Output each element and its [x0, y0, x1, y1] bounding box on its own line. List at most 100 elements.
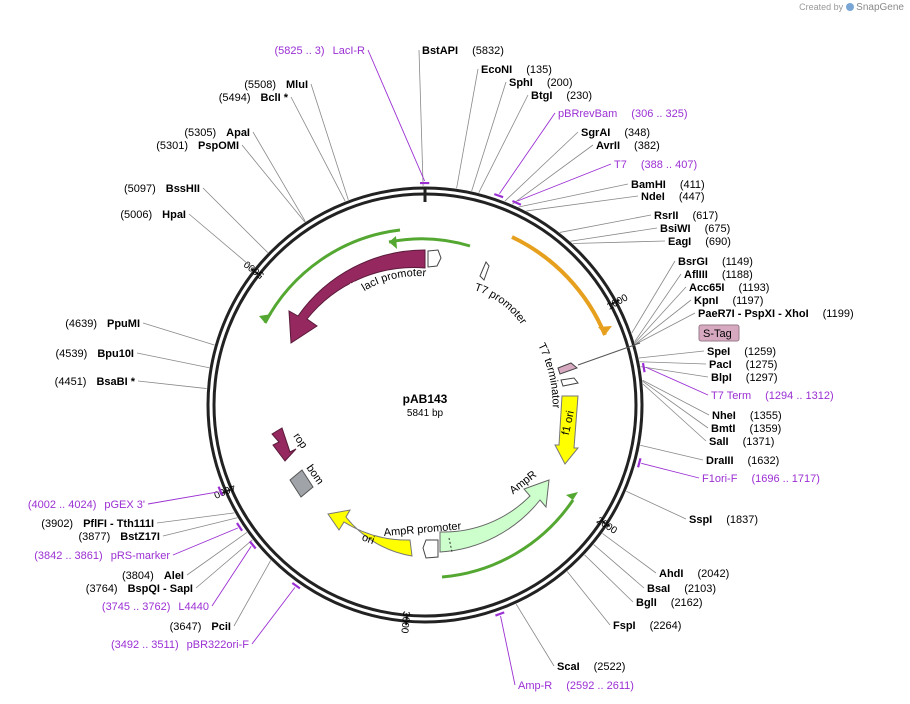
s-tag-text: S-Tag [703, 328, 732, 340]
site-leader-line [233, 560, 272, 627]
scale-tick [221, 488, 232, 495]
site-label-bcli: (5494)BclI * [219, 92, 289, 104]
site-label-bsshii: (5097)BssHII [124, 183, 200, 195]
primer-name: F1ori-F [702, 473, 738, 485]
site-position: (2522) [594, 661, 626, 673]
site-label-kpni: KpnI(1197) [694, 295, 763, 307]
primer-range: (4002 .. 4024) [28, 499, 97, 511]
site-name: SspI [689, 514, 712, 526]
site-position: (5006) [120, 209, 152, 221]
site-name: AhdI [659, 568, 683, 580]
site-position: (5508) [244, 79, 276, 91]
primer-name: LacI-R [333, 45, 365, 57]
site-label-spei: SpeI(1259) [707, 346, 776, 358]
site-position: (690) [705, 236, 731, 248]
credit-brand: SnapGene [856, 2, 904, 13]
site-name: EcoNI [481, 64, 512, 76]
site-name: BlpI [711, 372, 732, 384]
primer-range: (3842 .. 3861) [34, 550, 103, 562]
primer-marker [248, 540, 257, 550]
site-name: FspI [613, 620, 636, 632]
site-name: NdeI [641, 191, 665, 203]
ampr-orf-arc [441, 499, 575, 579]
ampr-orf-arrow [566, 492, 578, 500]
bom-feature [289, 469, 314, 498]
site-label-bsabi: (4451)BsaBI * [55, 376, 136, 388]
site-label-mlui: (5508) MluI [244, 79, 308, 91]
site-position: (230) [566, 90, 592, 102]
primer-marker [291, 582, 301, 590]
site-leader-line [518, 183, 629, 208]
site-name: Bpu10I [97, 348, 134, 360]
site-position: (4639) [65, 318, 97, 330]
s-tag-feature [557, 362, 578, 375]
site-leader-line [156, 512, 235, 524]
orf-arcs [259, 228, 612, 579]
site-position: (411) [680, 179, 705, 191]
primer-leader-line [367, 49, 426, 182]
site-leader-line [570, 227, 658, 242]
f1-ori-label: f1 ori [560, 410, 577, 436]
primer-leader-lines [147, 49, 709, 686]
primer-leader-line [172, 527, 238, 556]
site-position: (1193) [738, 282, 769, 294]
site-leader-line [202, 187, 269, 253]
primer-marker [641, 362, 646, 373]
site-position: (348) [624, 127, 650, 139]
primer-leader-line [499, 112, 556, 194]
primer-range: (1696 .. 1717) [751, 473, 820, 485]
site-label-bsiwi: BsiWI(675) [660, 223, 730, 235]
site-name: BsaBI * [96, 376, 135, 388]
site-leader-line [635, 312, 696, 345]
site-label-bsrgi: BsrGI(1149) [678, 256, 753, 268]
site-position: (200) [547, 77, 573, 89]
site-label-pflfi-tth111i: (3902)PflFI - Tth111I [41, 518, 154, 530]
t7-terminator-feature [560, 377, 579, 387]
site-leader-line [512, 144, 594, 205]
site-label-sphi: SphI(200) [509, 77, 573, 89]
ori-feature [327, 509, 413, 557]
site-name: BsiWI [660, 223, 691, 235]
site-name: AflIII [684, 269, 708, 281]
site-label-pcii: (3647)PciI [170, 621, 231, 633]
ampr-promoter-feature [422, 539, 439, 559]
site-name: PflFI - Tth111I [83, 518, 154, 530]
site-leader-line [290, 96, 346, 202]
site-name: BamHI [631, 179, 666, 191]
primer-leader-line [517, 163, 612, 202]
site-position: (5832) [472, 45, 504, 57]
site-position: (1149) [722, 256, 753, 268]
site-name: BtgI [531, 90, 552, 102]
laci-orf-arc [263, 228, 401, 324]
site-name: BsaI [647, 583, 670, 595]
site-leader-line [418, 49, 424, 187]
site-leader-line [310, 83, 349, 200]
primer-marker [236, 522, 243, 532]
site-leader-line [584, 554, 634, 603]
site-position: (1355) [750, 410, 782, 422]
primer-leader-line [500, 615, 516, 686]
site-position: (382) [634, 140, 660, 152]
site-name: PpuMI [107, 318, 140, 330]
site-label-blpi: BlpI(1297) [711, 372, 778, 384]
site-label-afliii: AflIII(1188) [684, 269, 753, 281]
scale-tick-label: 1000 [605, 292, 630, 312]
site-name: Acc65I [689, 282, 724, 294]
primer-name: T7 [614, 159, 627, 171]
site-name: PspOMI [198, 140, 239, 152]
t7-promoter-label: T7 promoter [473, 281, 529, 327]
laci-promoter-feature [427, 249, 442, 268]
primer-label-laci-r: (5825 .. 3)LacI-R [274, 45, 365, 57]
credit-prefix: Created by [799, 2, 844, 12]
f1-ori-feature [554, 395, 580, 465]
primer-marker [217, 486, 224, 496]
primer-range: (3745 .. 3762) [102, 601, 171, 613]
primer-marker [637, 458, 642, 468]
s-tag-callout: S-Tag [577, 324, 740, 366]
site-leader-line [626, 490, 687, 520]
site-position: (1259) [744, 346, 776, 358]
site-name: MluI [286, 79, 308, 91]
site-label-pspomi: (5301)PspOMI [156, 140, 239, 152]
primer-marker [512, 199, 522, 206]
site-leader-line [252, 131, 306, 222]
